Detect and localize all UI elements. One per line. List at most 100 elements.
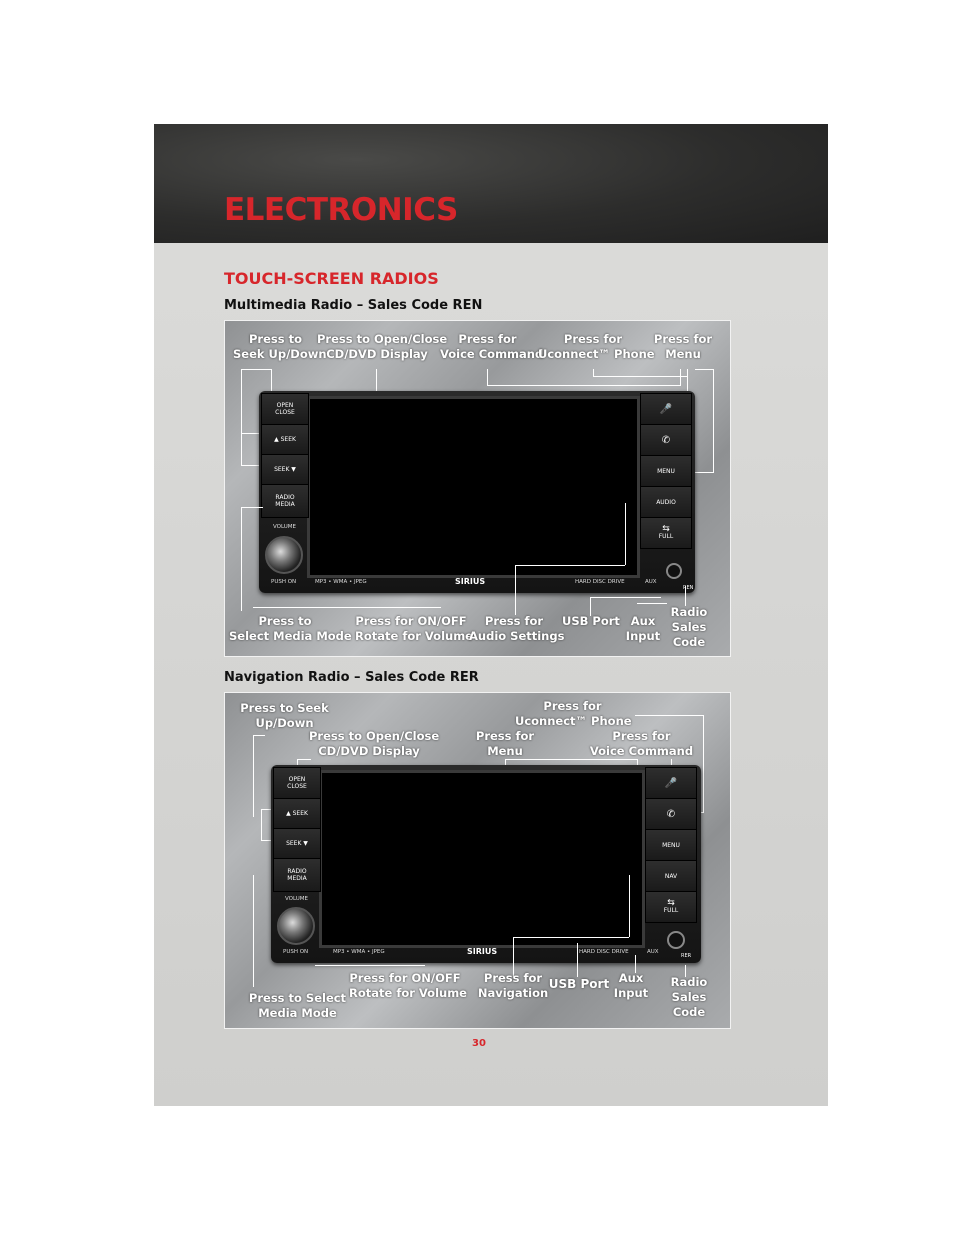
ren-formats-label: MP3 • WMA • JPEG — [315, 579, 367, 585]
ren-seek-up-label: SEEK — [280, 436, 296, 443]
rer-hdd-label: HARD DISC DRIVE — [579, 949, 629, 955]
rer-diagram: Press to Seek Up/Down Press for Uconnect… — [224, 692, 731, 1029]
ren-leader-menu — [695, 369, 714, 473]
ren-callout-seek: Press to Seek Up/Down — [233, 332, 327, 361]
ren-aux-jack[interactable] — [666, 563, 682, 579]
ren-usb-port[interactable]: ⇆ FULL — [640, 517, 692, 549]
rer-callout-uconnect: Press for Uconnect™ Phone — [515, 699, 632, 728]
rer-leader-seek — [253, 735, 254, 817]
rer-callout-nav: Press for Navigation — [477, 971, 549, 1000]
ren-open-close-button[interactable]: OPEN CLOSE — [261, 393, 309, 425]
ren-code-label: REN — [683, 585, 694, 591]
ren-menu-button[interactable]: MENU — [640, 455, 692, 487]
rer-volume-label: VOLUME — [285, 896, 309, 902]
rer-callout-sales-code: Radio Sales Code — [670, 975, 708, 1019]
ren-screen[interactable] — [307, 396, 640, 578]
rer-phone-button[interactable]: ✆ — [645, 798, 697, 830]
rer-aux-label: AUX — [647, 949, 659, 955]
rer-formats-label: MP3 • WMA • JPEG — [333, 949, 385, 955]
ren-leader-onoff — [253, 607, 441, 608]
rer-leader-usb — [577, 943, 578, 977]
rer-sirius-logo: SIRIUS — [467, 947, 498, 956]
rer-radio-unit: OPEN CLOSE ▲ SEEK SEEK ▼ RADIO MEDIA VOL… — [271, 765, 701, 963]
ren-leader-audio — [515, 565, 516, 615]
ren-leader-audio-h — [515, 565, 625, 566]
ren-leader-seek-down — [241, 465, 271, 466]
ren-callout-media: Press to Select Media Mode — [229, 614, 352, 643]
ren-callout-voice: Press for Voice Command — [440, 332, 544, 361]
ren-hdd-label: HARD DISC DRIVE — [575, 579, 625, 585]
chevron-down-icon: ▼ — [301, 840, 308, 847]
rer-full-label: FULL — [663, 907, 679, 914]
chevron-down-icon: ▼ — [289, 466, 296, 473]
ren-callout-open-close: Press to Open/Close CD/DVD Display — [317, 332, 448, 361]
ren-push-on-label: PUSH ON — [271, 579, 297, 585]
ren-audio-button[interactable]: AUDIO — [640, 486, 692, 518]
rer-callout-seek: Press to Seek Up/Down — [240, 701, 329, 730]
ren-leader-media-h — [241, 507, 263, 508]
ren-leader-seek — [241, 369, 272, 466]
rer-menu-button[interactable]: MENU — [645, 829, 697, 861]
ren-leader-usb — [590, 597, 661, 616]
rer-seek-up-label: SEEK — [292, 810, 308, 817]
ren-leader-aux — [637, 603, 667, 604]
ren-leader-code — [685, 586, 686, 606]
rer-callout-onoff: Press for ON/OFF Rotate for Volume — [349, 971, 467, 1000]
rer-leader-onoff — [315, 965, 425, 966]
rer-aux-jack[interactable] — [667, 931, 685, 949]
ren-volume-label: VOLUME — [273, 524, 297, 530]
rer-leader-nav — [513, 937, 514, 977]
rer-usb-port[interactable]: ⇆ FULL — [645, 891, 697, 923]
rer-callout-media: Press to Select Media Mode — [248, 991, 347, 1020]
phone-icon: ✆ — [666, 808, 676, 820]
rer-open-close-button[interactable]: OPEN CLOSE — [273, 767, 321, 799]
rer-seek-up-button[interactable]: ▲ SEEK — [273, 798, 321, 829]
rer-leader-seek-buttons — [261, 809, 276, 841]
ren-callout-menu: Press for Menu — [653, 332, 713, 361]
rer-callout-menu: Press for Menu — [475, 729, 535, 758]
ren-phone-button[interactable]: ✆ — [640, 424, 692, 456]
ren-callout-usb: USB Port — [562, 614, 620, 628]
ren-radio-unit: OPEN CLOSE ▲ SEEK SEEK ▼ RADIO MEDIA VOL… — [259, 391, 695, 593]
ren-aux-label: AUX — [645, 579, 657, 585]
rer-code-label: RER — [681, 953, 692, 959]
ren-leader-uconnect-a — [593, 369, 594, 376]
rer-leader-seek-top — [253, 735, 265, 736]
ren-diagram: Press to Seek Up/Down Press to Open/Clos… — [224, 320, 731, 657]
rer-leader-nav-v — [629, 875, 630, 937]
ren-leader-media — [241, 507, 242, 611]
rer-leader-media — [253, 875, 254, 987]
page-header: ELECTRONICS — [154, 124, 828, 243]
page-number: 30 — [472, 1038, 486, 1049]
rer-callout-voice: Press for Voice Command — [589, 729, 694, 758]
rer-screen[interactable] — [319, 770, 645, 948]
section-title: TOUCH-SCREEN RADIOS — [224, 269, 439, 288]
page-title: ELECTRONICS — [224, 192, 458, 228]
ren-voice-button[interactable]: 🎤 — [640, 393, 692, 425]
usb-icon: ⇆ — [662, 524, 670, 534]
chevron-up-icon: ▲ — [286, 810, 293, 817]
rer-voice-button[interactable]: 🎤 — [645, 767, 697, 799]
rer-radio-media-button[interactable]: RADIO MEDIA — [273, 858, 321, 892]
ren-seek-down-button[interactable]: SEEK ▼ — [261, 454, 309, 485]
ren-leader-seek-up — [241, 433, 271, 434]
ren-radio-media-button[interactable]: RADIO MEDIA — [261, 484, 309, 518]
ren-seek-up-button[interactable]: ▲ SEEK — [261, 424, 309, 455]
rer-seek-down-button[interactable]: SEEK ▼ — [273, 828, 321, 859]
rer-leader-aux — [635, 955, 636, 973]
voice-icon: 🎤 — [659, 403, 673, 415]
rer-seek-down-label: SEEK — [286, 840, 302, 847]
voice-icon: 🎤 — [664, 777, 678, 789]
ren-callout-aux: Aux Input — [625, 614, 661, 643]
rer-leader-open-h — [297, 759, 311, 760]
ren-callout-uconnect: Press for Uconnect™ Phone — [538, 332, 655, 361]
rer-volume-knob[interactable] — [277, 907, 315, 945]
ren-callout-audio: Press for Audio Settings — [469, 614, 565, 643]
rer-callout-open-close: Press to Open/Close CD/DVD Display — [309, 729, 440, 758]
manual-page: ELECTRONICS TOUCH-SCREEN RADIOS Multimed… — [154, 124, 828, 1106]
rer-push-on-label: PUSH ON — [283, 949, 309, 955]
ren-leader-audio-v — [625, 503, 626, 565]
ren-volume-knob[interactable] — [265, 536, 303, 574]
rer-leader-code — [685, 965, 686, 977]
rer-nav-button[interactable]: NAV — [645, 860, 697, 892]
